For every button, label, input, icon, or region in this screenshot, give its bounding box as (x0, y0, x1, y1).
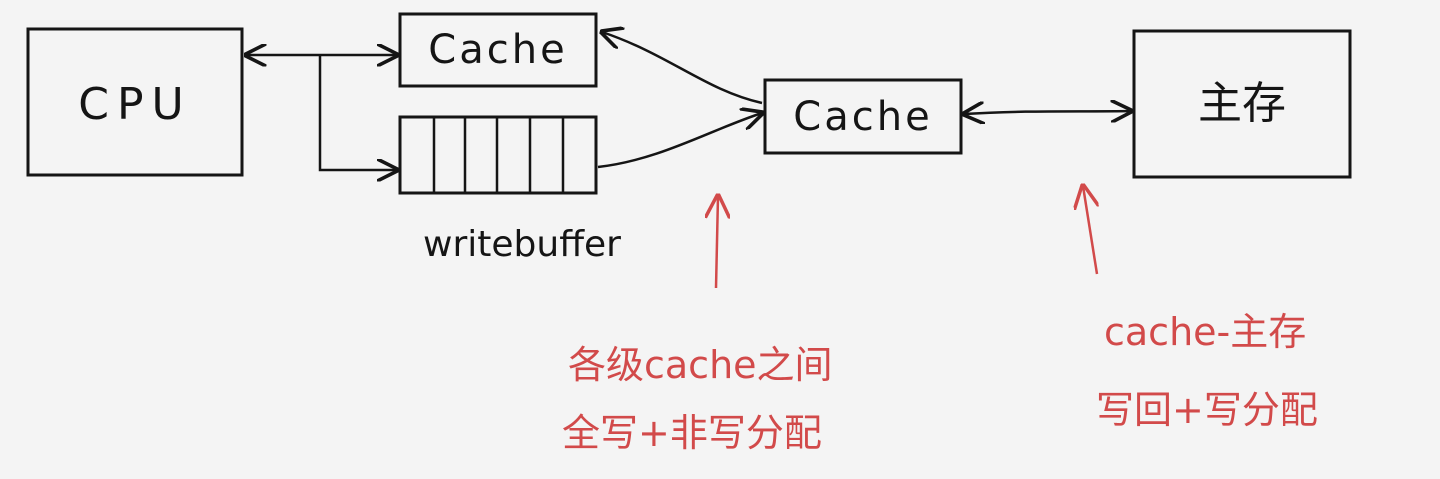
main-memory-node: 主存 (1132, 29, 1352, 179)
annotation-between-caches-line2: 全写+非写分配 (562, 411, 822, 455)
main-memory-label: 主存 (1198, 78, 1286, 129)
cpu-label: CPU (78, 79, 191, 130)
cpu-writebuffer-arrow (318, 55, 397, 170)
l2-l1-arrow (602, 32, 763, 105)
l1-cache-label: Cache (428, 27, 567, 73)
l2-cache-node: Cache (763, 78, 963, 155)
annotation-cache-memory-line2: 写回+写分配 (1096, 388, 1318, 432)
annotation-cache-memory-line1: cache-主存 (1104, 310, 1306, 354)
l2-cache-label: Cache (793, 94, 932, 140)
writebuffer-l2-arrow (597, 113, 762, 169)
write-buffer-label: writebuffer (423, 224, 621, 265)
cpu-node: CPU (26, 27, 244, 177)
annotation-arrow-between-caches (716, 196, 718, 289)
l2-memory-arrow (964, 111, 1131, 114)
write-buffer-node: writebuffer (398, 115, 621, 265)
l1-cache-node: Cache (398, 12, 598, 88)
annotation-arrow-cache-memory (1083, 186, 1097, 275)
annotation-between-caches-line1: 各级cache之间 (568, 343, 833, 387)
